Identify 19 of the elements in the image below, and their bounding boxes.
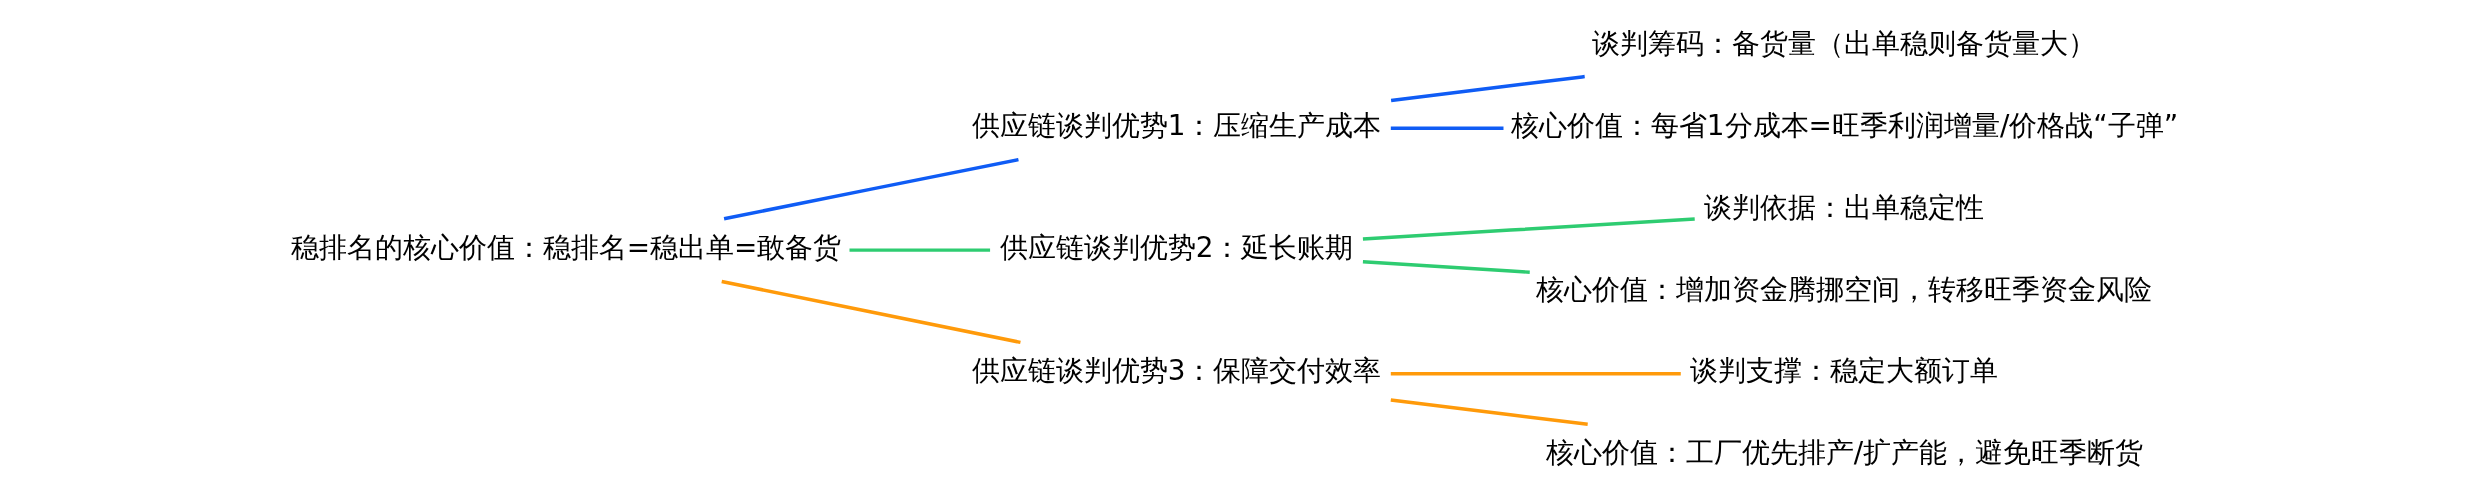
connector: [1390, 372, 1681, 376]
node-text: 谈判筹码：备货量（出单稳则备货量大）: [1592, 26, 2097, 60]
node-text: 供应链谈判优势3：保障交付效率: [971, 354, 1382, 388]
connector: [1362, 260, 1530, 274]
connector: [1390, 74, 1585, 103]
node-text: 核心价值：增加资金腾挪空间，转移旺季资金风险: [1536, 272, 2153, 306]
node-text: 供应链谈判优势1：压缩生产成本: [971, 108, 1382, 142]
node-text: 谈判依据：出单稳定性: [1704, 190, 1985, 224]
node-text: 核心价值：工厂优先排产/扩产能，避免旺季断货: [1545, 436, 2144, 470]
connector: [723, 157, 1019, 221]
connector: [1390, 126, 1504, 130]
connector: [1362, 217, 1695, 241]
connector: [849, 248, 991, 252]
node-text: 供应链谈判优势2：延长账期: [999, 230, 1354, 264]
connector: [721, 279, 1021, 345]
node-text: 稳排名的核心价值：稳排名=稳出单=敢备货: [290, 230, 842, 264]
node-text: 谈判支撑：稳定大额订单: [1690, 354, 1999, 388]
connector: [1390, 398, 1588, 426]
node-text: 核心价值：每省1分成本=旺季利润增量/价格战“子弹”: [1510, 108, 2179, 142]
